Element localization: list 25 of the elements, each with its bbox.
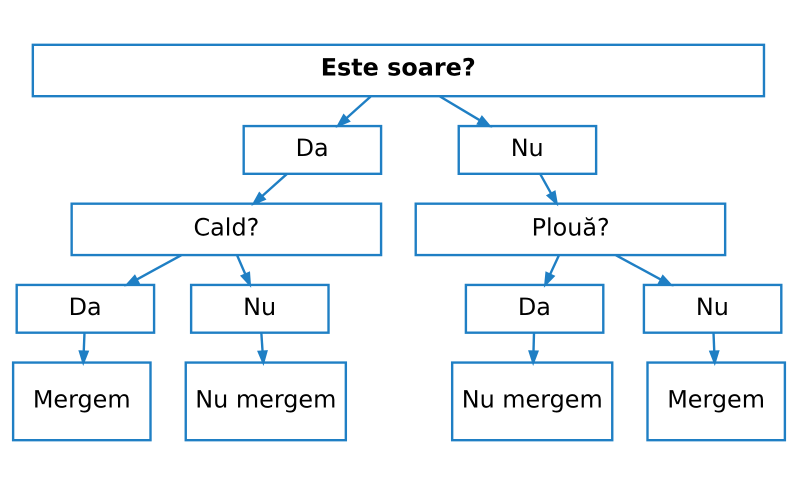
arrow [257, 332, 268, 366]
node-box: Plouă? [414, 202, 726, 256]
arrow [124, 254, 182, 286]
node-box: Nu [642, 283, 782, 334]
arrow [544, 254, 560, 288]
arrow [236, 254, 252, 288]
arrow [539, 172, 558, 206]
node-box: Da [242, 124, 382, 174]
arrow [528, 332, 539, 366]
node-box: Nu [458, 124, 598, 174]
node-box: Da [464, 283, 604, 334]
arrow [78, 332, 90, 366]
node-box: Mergem [12, 360, 152, 441]
arrow [615, 254, 674, 286]
node-box: Da [16, 283, 156, 334]
node-box: Este soare? [32, 43, 766, 97]
node-box: Nu mergem [450, 360, 614, 441]
arrow [251, 172, 288, 206]
arrow [708, 332, 720, 366]
arrow [438, 94, 492, 128]
node-box: Nu [190, 283, 330, 334]
node-box: Nu mergem [184, 360, 348, 441]
node-box: Mergem [646, 360, 786, 441]
node-box: Cald? [70, 202, 382, 256]
arrow [336, 95, 372, 128]
